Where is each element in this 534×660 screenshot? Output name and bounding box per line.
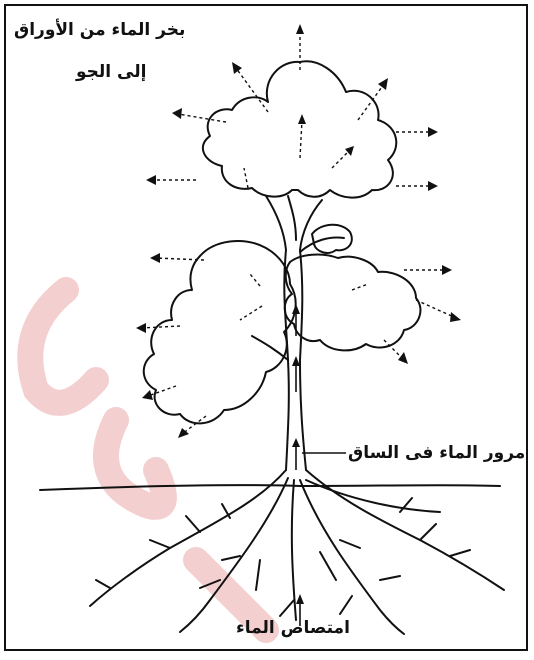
arrowhead-right-1 [428,127,438,137]
evap-arrow-inner-6 [352,284,368,290]
root-arrowhead [296,594,304,604]
evap-arrow-upper-right [358,84,384,120]
arrowhead-right-3 [442,265,452,275]
arrowhead-left-4 [136,323,146,333]
arrowhead-right-4 [450,312,461,322]
evap-arrow-inner-4 [240,306,262,320]
small-leaf-cluster [312,225,352,253]
upper-crown [203,61,396,197]
evap-arrow-inner-1 [244,168,248,188]
stem-arrowhead-1 [292,438,300,447]
root-main-right [306,470,504,590]
evap-arrow-left-4 [142,326,180,328]
branch-inner [288,196,296,240]
transpiration-label-line2: إلى الجو [76,62,146,82]
arrowhead-right-2 [428,181,438,191]
arrowhead-upper-right [378,78,388,90]
arrowhead-inner-2 [298,114,306,124]
evap-arrow-inner-5 [250,274,260,286]
rootlets [96,498,470,616]
evap-arrow-upper-left [236,68,268,112]
lower-right-foliage [285,255,421,351]
stem-arrowhead-2 [292,356,300,366]
arrowhead-up [296,24,304,34]
root-left-2 [180,478,288,632]
arrowhead-right-5 [398,352,408,364]
arrowhead-left-6 [178,428,189,438]
arrowhead-left-3 [150,253,160,263]
evap-arrow-left-1 [178,114,226,122]
root-center [292,480,296,620]
stem-flow-label: مرور الماء فى الساق [348,443,525,463]
branch-left [252,336,288,360]
evap-arrow-inner-2 [300,120,302,158]
arrowhead-left-1 [172,108,182,119]
evap-arrow-right-4 [416,300,456,318]
arrowhead-upper-left [232,62,242,74]
arrowhead-left-5 [142,390,153,400]
transpiration-label-line1: بخر الماء من الأوراق [14,20,185,40]
evap-arrow-inner-3 [332,150,350,168]
arrowhead-left-2 [146,175,156,185]
trunk-left [266,196,289,470]
lower-left-foliage [144,241,296,423]
stem-arrowhead-3 [292,304,300,314]
absorption-label: امتصاص الماء [236,618,350,638]
